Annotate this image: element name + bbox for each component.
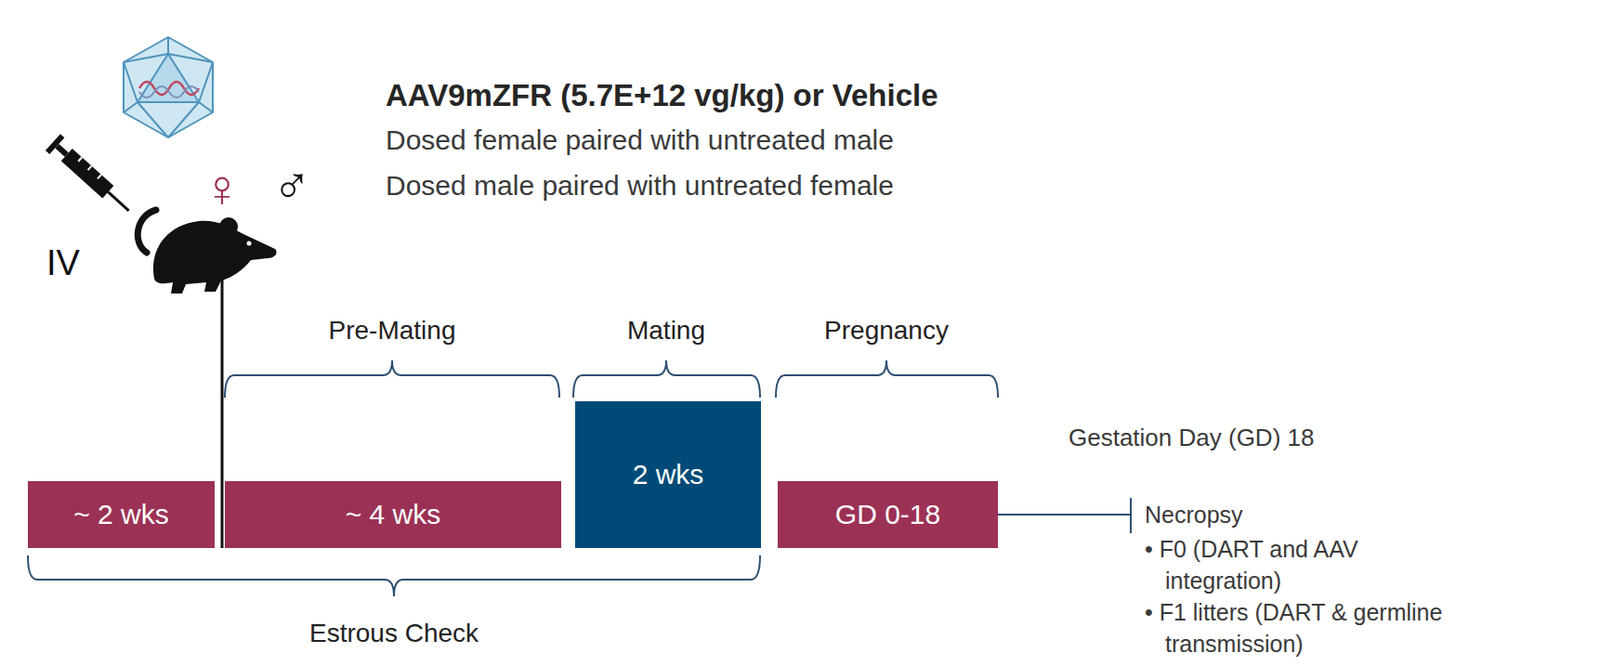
aav-capsid-icon xyxy=(123,37,213,138)
route-label: IV xyxy=(46,245,80,281)
pairing-note: Dosed female paired with untreated male xyxy=(385,124,894,157)
timeline-bar: ~ 2 wks xyxy=(27,481,215,549)
bar-label: ~ 4 wks xyxy=(345,498,442,531)
mouse-icon xyxy=(137,209,276,294)
male-symbol: ♂ xyxy=(272,159,312,212)
bar-label: 2 wks xyxy=(632,459,705,491)
timeline-bar: GD 0-18 xyxy=(777,481,998,549)
female-symbol: ♀ xyxy=(202,162,242,215)
phase-label: Mating xyxy=(627,317,706,344)
timepoint-label: Gestation Day (GD) 18 xyxy=(1068,423,1314,453)
bar-label: GD 0-18 xyxy=(835,498,941,531)
syringe-icon xyxy=(45,133,137,219)
pairing-note: Dosed male paired with untreated female xyxy=(385,170,894,202)
phase-label: Estrous Check xyxy=(309,620,479,647)
bracket xyxy=(27,360,998,597)
necropsy-line xyxy=(997,513,1131,516)
necropsy-item: • F0 (DART and AAV integration) xyxy=(1144,533,1444,597)
dosing-line xyxy=(221,278,224,549)
timeline-bar: 2 wks xyxy=(575,401,761,549)
necropsy-bracket xyxy=(1129,498,1132,534)
bar-label: ~ 2 wks xyxy=(73,498,170,531)
phase-label: Pre-Mating xyxy=(328,317,457,344)
necropsy-item: • F1 litters (DART & germline transmissi… xyxy=(1144,596,1519,660)
necropsy-heading: Necropsy xyxy=(1144,501,1244,529)
title: AAV9mZFR (5.7E+12 vg/kg) or Vehicle xyxy=(385,78,939,114)
phase-label: Pregnancy xyxy=(824,317,949,344)
timeline-bar: ~ 4 wks xyxy=(224,481,562,549)
